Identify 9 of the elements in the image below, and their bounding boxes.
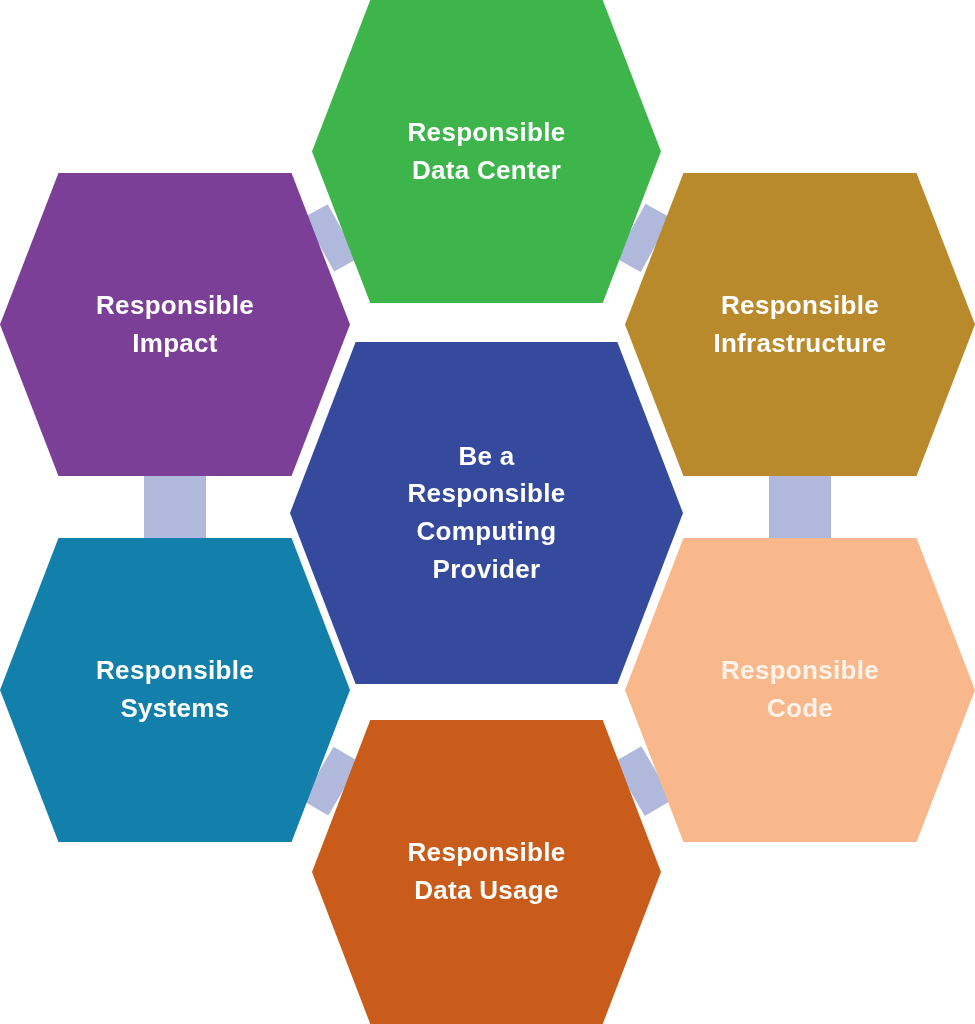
- hexagon-label: Responsible Impact: [95, 288, 255, 360]
- hexagon-label: Responsible Code: [720, 654, 880, 725]
- hexagon-label: Responsible Data Usage: [406, 836, 567, 907]
- hexagon-label: Responsible Data Center: [406, 115, 567, 187]
- hexagon-label: Responsible Systems: [95, 654, 255, 725]
- connector-band: [769, 476, 831, 538]
- connector-band: [144, 476, 206, 538]
- hexagon-label: Responsible Infrastructure: [712, 288, 888, 360]
- hexagon-label: Be a Responsible Computing Provider: [406, 439, 567, 586]
